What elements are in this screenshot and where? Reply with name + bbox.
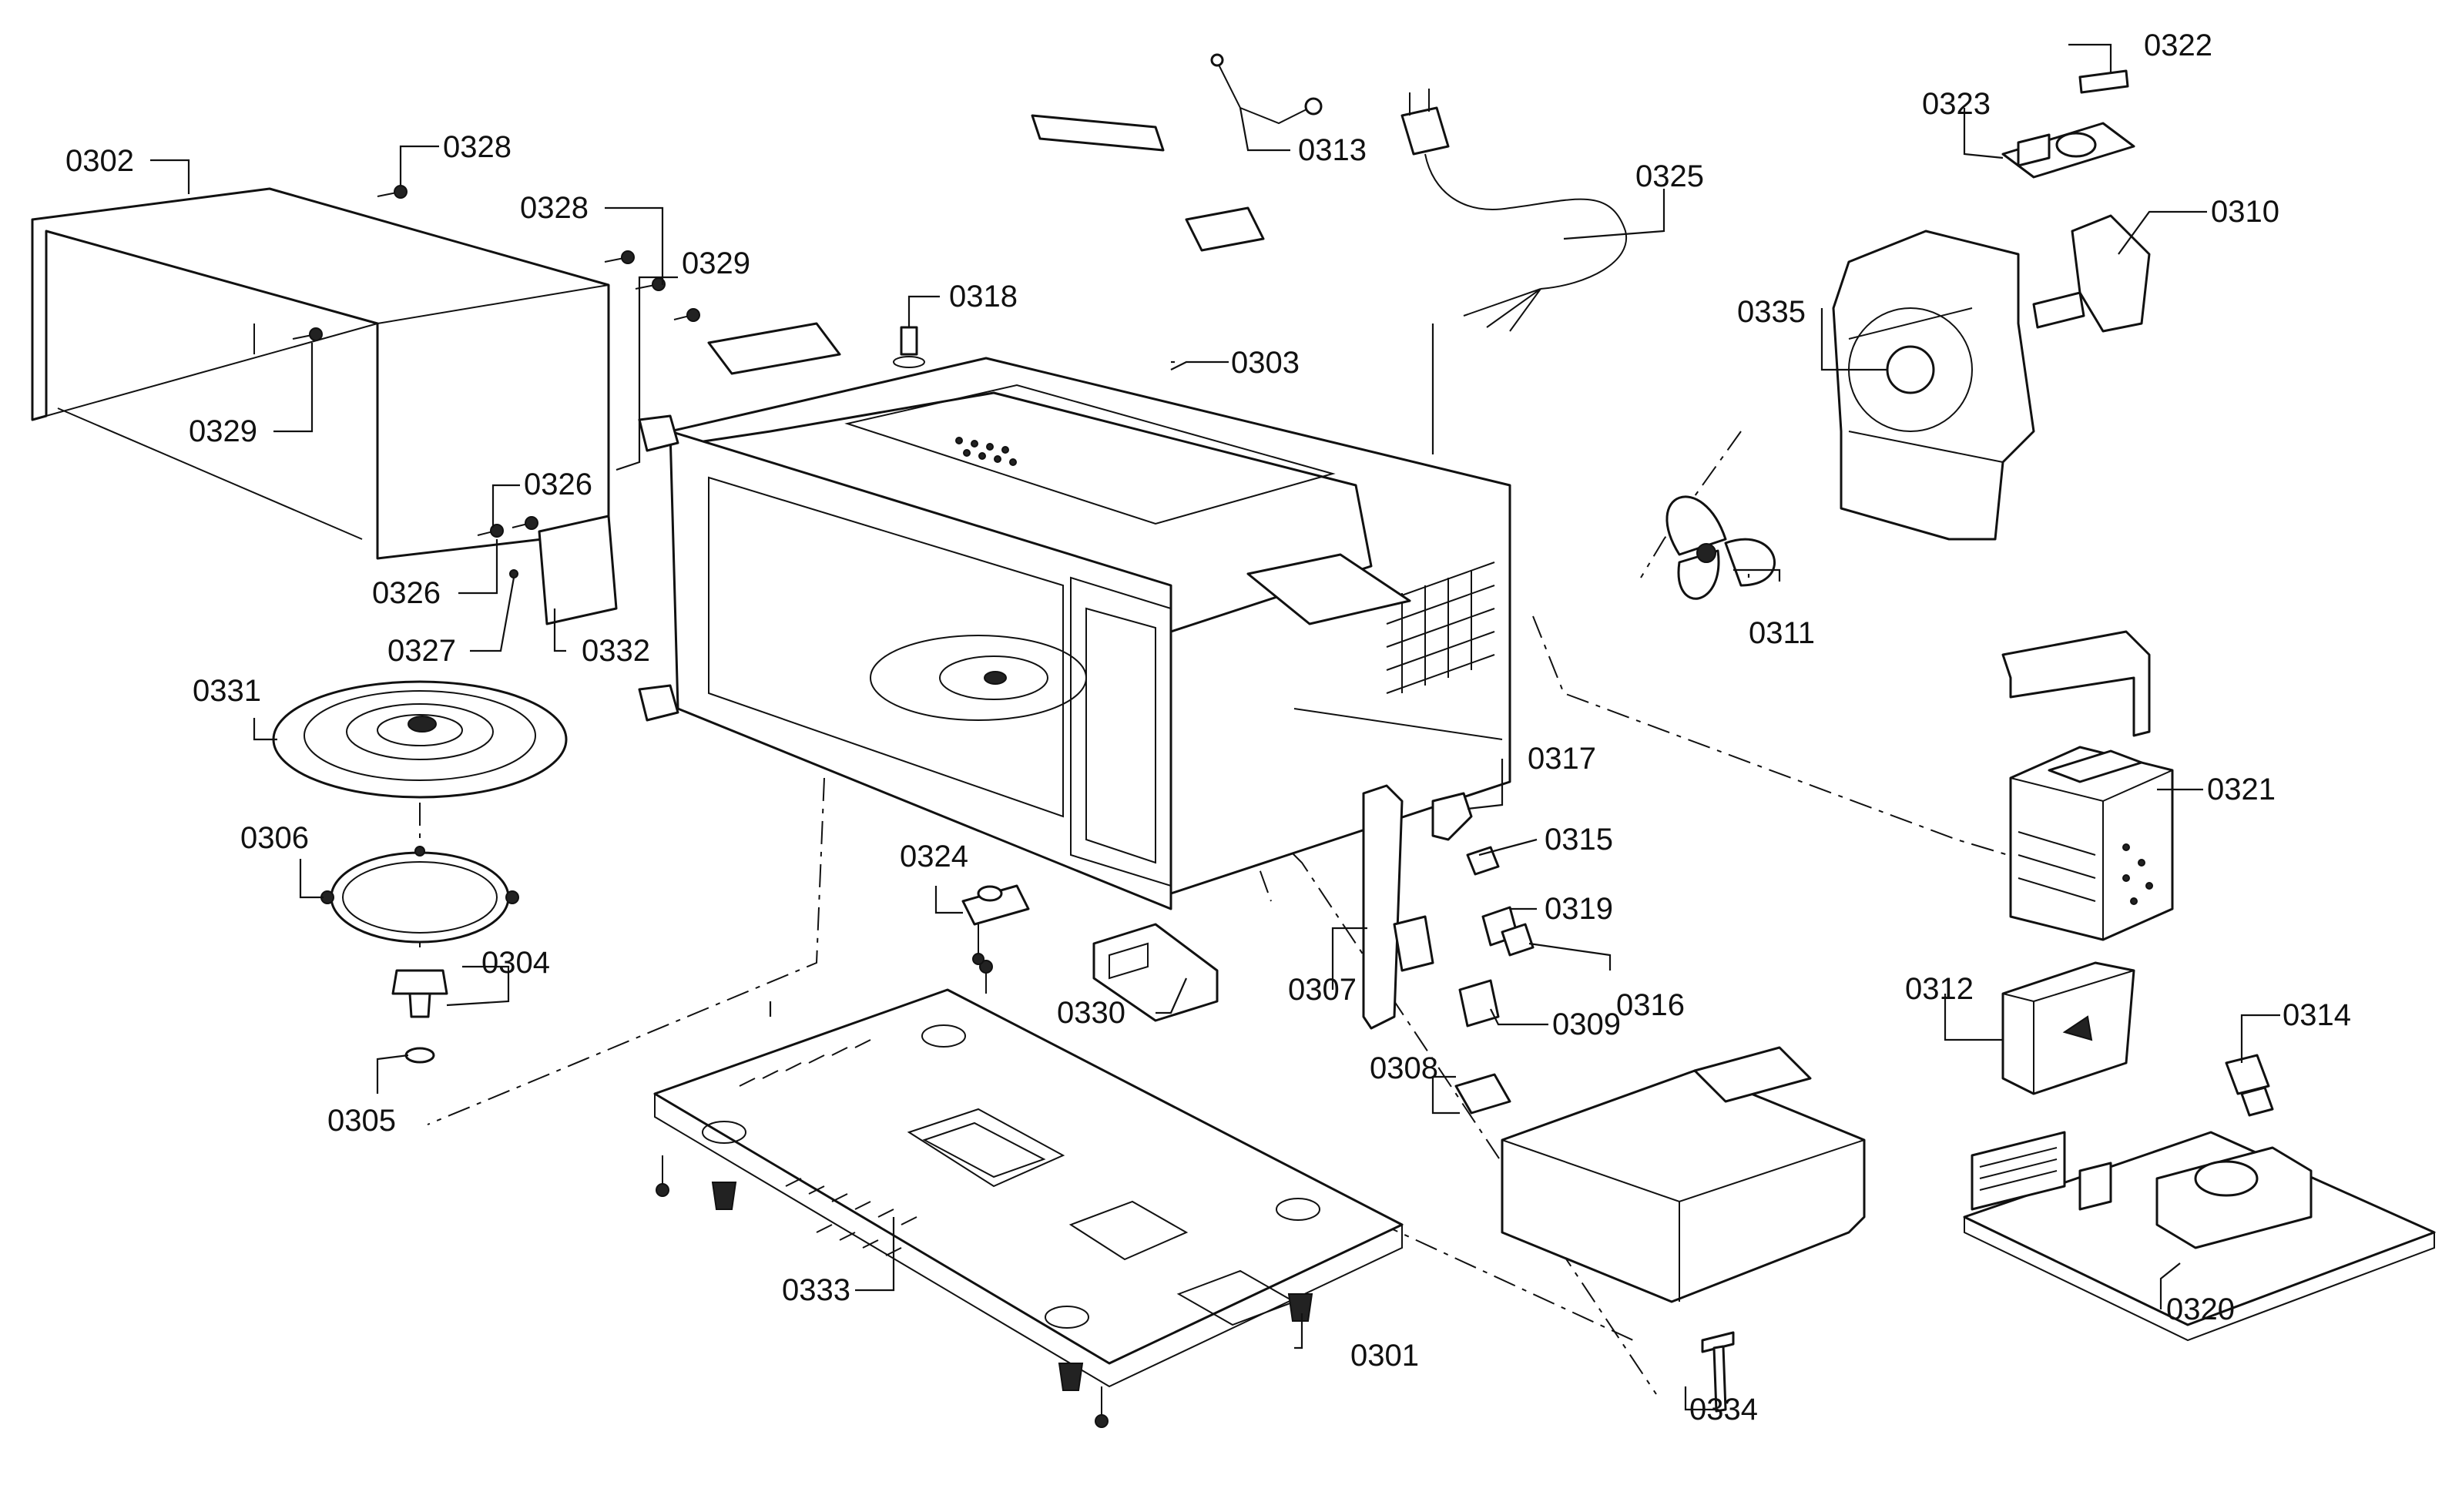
label-0326-upper: 0326 xyxy=(524,468,592,501)
outer-cabinet-0302 xyxy=(31,187,610,560)
side-vent-grid xyxy=(1386,562,1495,694)
label-0315: 0315 xyxy=(1545,823,1613,857)
label-0318: 0318 xyxy=(949,280,1018,313)
bracket-0330 xyxy=(1092,923,1219,1022)
part-labels: 0302 0328 0328 0329 0329 0326 0326 0327 … xyxy=(65,28,2351,1427)
label-0303: 0303 xyxy=(1231,346,1300,380)
fan-duct-0335 xyxy=(1832,230,2035,541)
ground-strap-0334 xyxy=(1701,1331,1735,1413)
fuse-0322 xyxy=(2078,69,2129,94)
label-0330: 0330 xyxy=(1057,996,1125,1030)
label-0301: 0301 xyxy=(1350,1339,1419,1373)
label-0322: 0322 xyxy=(2144,28,2212,62)
base-slots xyxy=(739,1039,917,1256)
switch-0315 xyxy=(1466,846,1500,876)
label-0325: 0325 xyxy=(1635,159,1704,193)
switch-0308 xyxy=(1454,1073,1511,1115)
label-0321: 0321 xyxy=(2207,773,2276,806)
label-0323: 0323 xyxy=(1922,87,1991,121)
cavity-vent-holes xyxy=(955,437,1017,466)
lever-0317 xyxy=(1431,792,1473,841)
coupler-0304 xyxy=(391,969,448,1018)
label-0305: 0305 xyxy=(327,1104,396,1138)
label-0319: 0319 xyxy=(1545,892,1613,926)
label-0329-left: 0329 xyxy=(189,414,257,448)
label-0320: 0320 xyxy=(2166,1292,2235,1326)
label-0313: 0313 xyxy=(1298,133,1367,167)
power-cord-0325 xyxy=(1400,89,1628,332)
fan-blade-0311 xyxy=(1665,495,1776,600)
label-0307: 0307 xyxy=(1288,973,1357,1007)
label-0311: 0311 xyxy=(1749,616,1815,650)
label-0306: 0306 xyxy=(240,821,309,855)
base-plate-0333 xyxy=(653,988,1404,1388)
waveguide-cover-0332 xyxy=(538,515,618,625)
label-0312: 0312 xyxy=(1905,972,1974,1006)
magnetron-bracket xyxy=(2001,630,2151,737)
noise-filter-board-0323 xyxy=(2001,122,2135,179)
label-0328-mid: 0328 xyxy=(520,191,589,225)
magnetron-fins xyxy=(2018,831,2153,905)
thermostat-0324 xyxy=(961,884,1030,965)
switch-0309 xyxy=(1458,979,1500,1028)
label-0304: 0304 xyxy=(481,946,550,980)
label-0308: 0308 xyxy=(1370,1051,1438,1085)
label-0328-top: 0328 xyxy=(443,130,512,164)
leader-lines xyxy=(150,43,2280,1411)
inverter-board-0320 xyxy=(1963,1131,2436,1342)
fan-motor-0310 xyxy=(2032,214,2151,333)
hv-compartment xyxy=(1501,1046,1866,1303)
diode-0314 xyxy=(2225,1054,2274,1117)
label-0327: 0327 xyxy=(387,634,456,668)
label-0334: 0334 xyxy=(1689,1393,1758,1427)
label-0316: 0316 xyxy=(1616,988,1685,1022)
label-0329-right: 0329 xyxy=(682,246,750,280)
label-0324: 0324 xyxy=(900,840,968,873)
label-0331: 0331 xyxy=(193,674,261,708)
capacitor-bracket-0312 xyxy=(2001,961,2135,1095)
label-0314: 0314 xyxy=(2283,998,2351,1032)
magnetron-0321 xyxy=(2009,746,2174,941)
label-0333: 0333 xyxy=(782,1273,850,1307)
oven-cavity-0303 xyxy=(638,357,1511,910)
label-0302: 0302 xyxy=(65,144,134,178)
roller-ring-0306 xyxy=(320,846,519,944)
washer-0305 xyxy=(404,1047,435,1064)
top-parts xyxy=(707,53,1323,375)
label-0317: 0317 xyxy=(1528,742,1596,776)
feet-and-screws xyxy=(656,960,1313,1428)
label-0326-lower: 0326 xyxy=(372,576,441,610)
label-0310: 0310 xyxy=(2211,195,2279,229)
switch-0316 xyxy=(1501,923,1535,957)
label-0335: 0335 xyxy=(1737,295,1806,329)
label-0332: 0332 xyxy=(582,634,650,668)
door-latch-0307 xyxy=(1362,784,1434,1030)
label-0309: 0309 xyxy=(1552,1007,1621,1041)
turntable-tray-0331 xyxy=(272,680,568,799)
